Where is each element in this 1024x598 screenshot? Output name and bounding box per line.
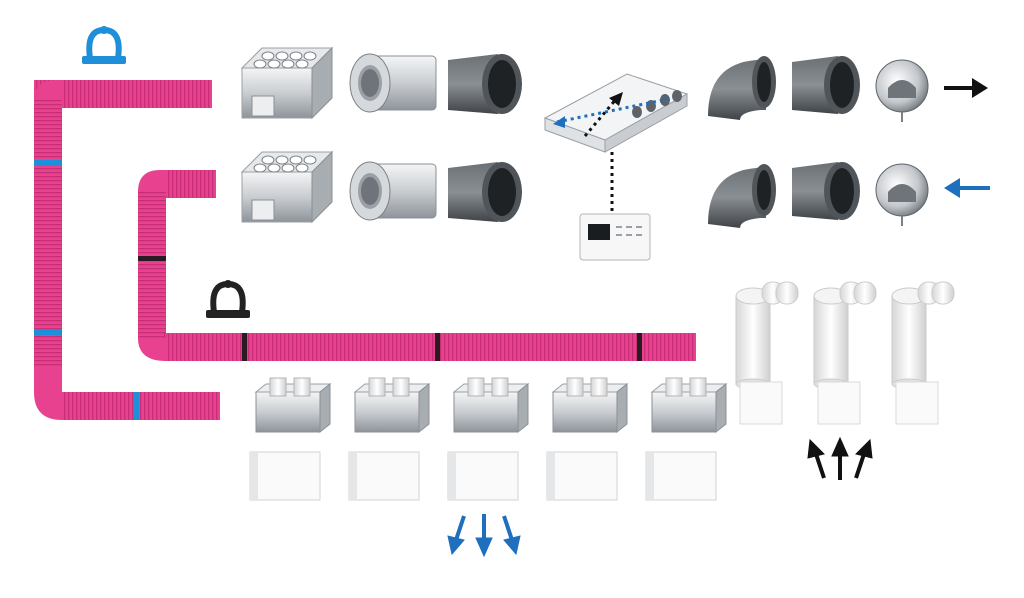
extract-terminals (735, 281, 955, 425)
insulated-elbow (708, 164, 776, 228)
duct-coupler (34, 330, 62, 335)
arrow-left-icon (944, 178, 990, 198)
supply-terminals (249, 377, 728, 501)
supply-grille (546, 451, 618, 501)
wall-terminal-intake (875, 163, 929, 226)
duct-coupler (637, 333, 642, 361)
insulated-coupling (792, 56, 860, 114)
duct-coupler (34, 160, 62, 165)
extract-plenum (813, 281, 877, 390)
supply-grille (447, 451, 519, 501)
arrow-right-icon (944, 78, 988, 98)
flexible-duct-inner (138, 170, 696, 361)
duct-clip-blue-icon (82, 26, 126, 64)
duct-silencer (349, 161, 437, 221)
wall-terminal-exhaust (875, 59, 929, 122)
distribution-manifold (240, 46, 334, 120)
supply-plenum (650, 377, 728, 434)
distribution-manifold (240, 150, 334, 224)
supply-grille (645, 451, 717, 501)
extract-grille (817, 381, 861, 425)
insulated-coupling (448, 54, 522, 114)
supply-plenum (353, 377, 431, 434)
extract-plenum (891, 281, 955, 390)
supply-plenum (551, 377, 629, 434)
insulated-coupling (448, 162, 522, 222)
arrows-up-icon (807, 436, 873, 480)
supply-plenum (254, 377, 332, 434)
arrows-down-icon (447, 514, 521, 558)
extract-plenum (735, 281, 799, 390)
duct-coupler (138, 256, 166, 261)
extract-grille (739, 381, 783, 425)
duct-coupler (242, 333, 247, 361)
insulated-coupling (792, 162, 860, 220)
supply-plenum (452, 377, 530, 434)
mvhr-unit (543, 73, 689, 153)
duct-clip-black-icon (206, 280, 250, 318)
extract-grille (895, 381, 939, 425)
duct-coupler (134, 392, 139, 420)
supply-grille (249, 451, 321, 501)
duct-silencer (349, 53, 437, 113)
flexible-duct-outer (34, 80, 220, 420)
duct-coupler (435, 333, 440, 361)
wall-controller (579, 213, 651, 261)
insulated-elbow (708, 56, 776, 120)
supply-grille (348, 451, 420, 501)
